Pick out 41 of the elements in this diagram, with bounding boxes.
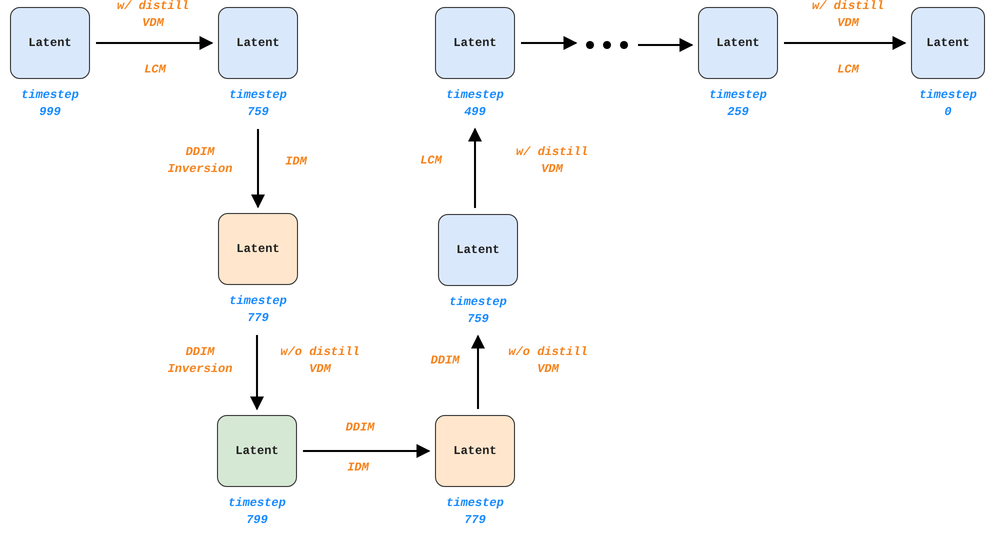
timestep-label: timestep 759 xyxy=(448,294,508,328)
timestep-label: timestep 759 xyxy=(228,87,288,121)
arrow xyxy=(96,36,214,50)
latent-box: Latent xyxy=(435,415,515,487)
method-label: LCM xyxy=(143,62,168,78)
timestep-label: timestep 799 xyxy=(227,495,287,529)
latent-box: Latent xyxy=(10,7,90,79)
method-label: w/o distill VDM xyxy=(507,344,589,378)
latent-box: Latent xyxy=(218,213,298,285)
edge-label: DDIM xyxy=(344,420,376,436)
arrow xyxy=(638,38,694,52)
edge-label: w/ distill VDM xyxy=(116,0,190,32)
method-label: w/o distill VDM xyxy=(279,344,361,378)
method-label: IDM xyxy=(346,460,370,476)
arrow xyxy=(251,129,265,208)
latent-box: Latent xyxy=(435,7,515,79)
timestep-label: timestep 0 xyxy=(918,87,978,121)
arrow xyxy=(521,36,578,50)
arrow xyxy=(250,335,264,410)
edge-label: DDIM Inversion xyxy=(166,144,234,178)
edge-label: DDIM Inversion xyxy=(166,344,234,378)
arrow xyxy=(468,128,482,208)
arrow xyxy=(471,334,485,409)
timestep-label: timestep 259 xyxy=(708,87,768,121)
timestep-label: timestep 779 xyxy=(228,293,288,327)
method-label: LCM xyxy=(836,62,860,78)
timestep-label: timestep 779 xyxy=(445,495,505,529)
latent-box: Latent xyxy=(438,214,518,286)
method-label: IDM xyxy=(284,154,308,170)
edge-label: w/ distill VDM xyxy=(810,0,885,32)
latent-box: Latent xyxy=(217,415,297,487)
method-label: w/ distill VDM xyxy=(514,144,589,178)
arrow xyxy=(784,36,906,50)
latent-box: Latent xyxy=(911,7,985,79)
edge-label: LCM xyxy=(419,152,444,170)
latent-box: Latent xyxy=(698,7,778,79)
timestep-label: timestep 499 xyxy=(445,87,505,121)
timestep-label: timestep 999 xyxy=(20,87,80,121)
arrow xyxy=(303,444,430,458)
edge-label: DDIM xyxy=(430,352,461,370)
latent-box: Latent xyxy=(218,7,298,79)
